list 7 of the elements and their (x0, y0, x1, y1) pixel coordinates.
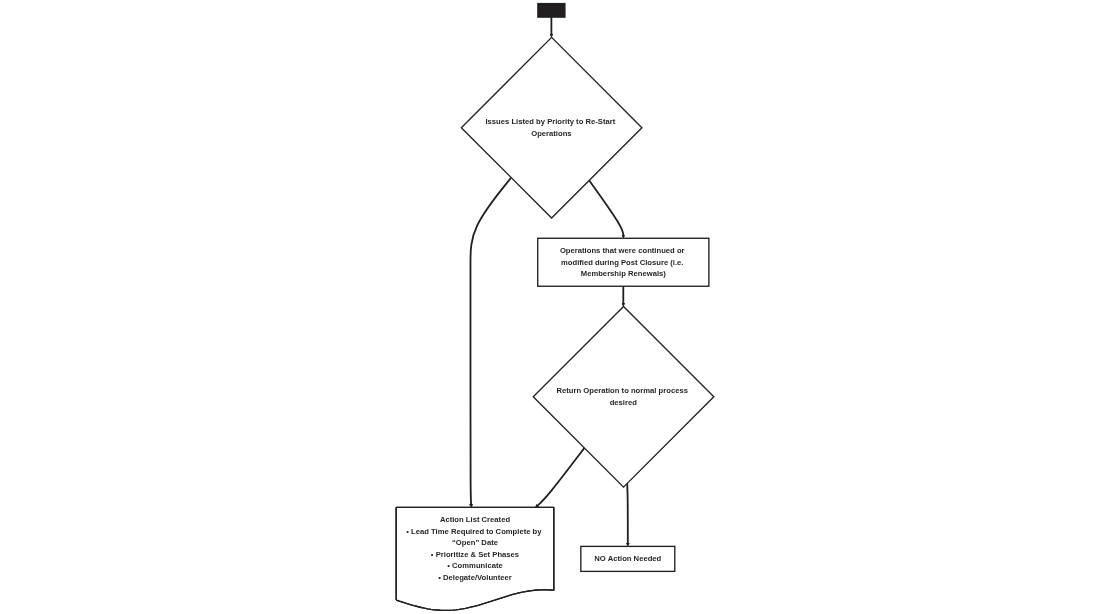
node-bar (537, 2, 566, 18)
arrow (625, 482, 630, 547)
arrow (588, 179, 626, 239)
arrow (621, 285, 626, 307)
arrow (469, 176, 512, 508)
arrow (549, 16, 554, 38)
arrow (535, 447, 586, 508)
